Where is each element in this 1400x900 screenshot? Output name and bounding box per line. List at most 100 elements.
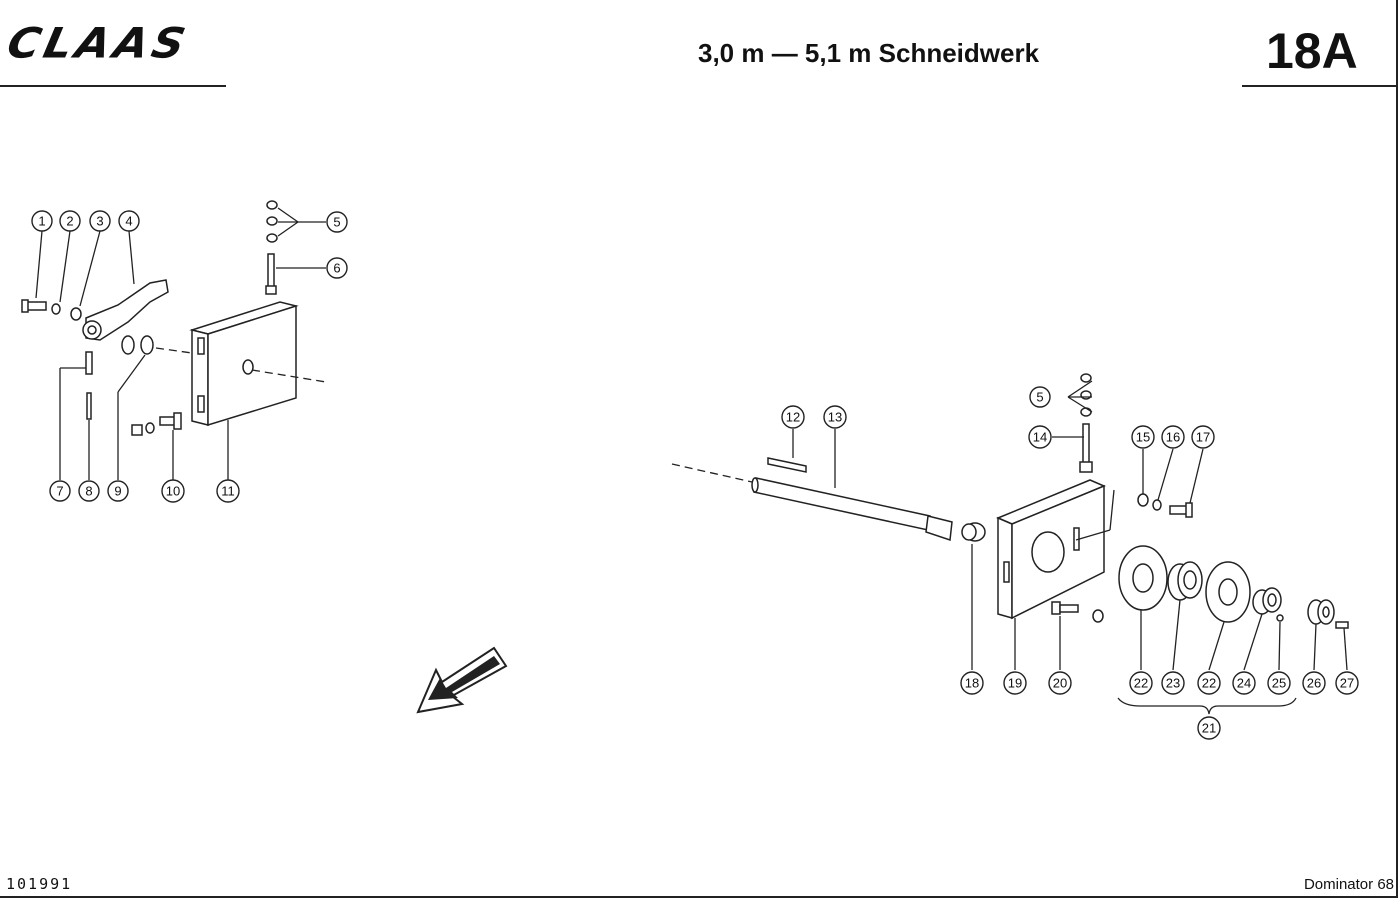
callout-15: 15 — [1131, 425, 1155, 449]
svg-text:22: 22 — [1202, 676, 1216, 691]
nut-part — [70, 307, 82, 321]
svg-text:14: 14 — [1033, 430, 1047, 445]
callout-4: 4 — [118, 210, 140, 232]
callout-7: 7 — [49, 480, 71, 502]
svg-text:22: 22 — [1134, 676, 1148, 691]
bolt-part — [21, 299, 47, 313]
screw-part — [1276, 614, 1284, 622]
washer-part — [1137, 493, 1149, 507]
svg-text:9: 9 — [114, 484, 121, 499]
bolt-part — [1059, 604, 1079, 613]
model-name: Dominator 68 — [1303, 876, 1394, 893]
callout-5: 5 — [1029, 386, 1051, 408]
bushing-part — [961, 523, 977, 541]
callout-5: 5 — [326, 211, 348, 233]
callout-22: 22 — [1197, 671, 1221, 695]
washer-part — [140, 335, 154, 355]
collar-part — [1252, 587, 1282, 615]
svg-text:2: 2 — [66, 214, 73, 229]
key-part — [767, 457, 807, 473]
bolt-part — [265, 253, 277, 295]
svg-text:24: 24 — [1237, 676, 1251, 691]
svg-text:27: 27 — [1340, 676, 1354, 691]
shaft-part — [751, 477, 953, 542]
nut-part — [266, 200, 278, 210]
callouts-right: 5 12 13 14 15 16 17 18 19 20 21 22 23 22… — [781, 386, 1359, 740]
nut-part — [266, 233, 278, 243]
lever-part — [82, 279, 169, 341]
callout-11: 11 — [216, 479, 240, 503]
callout-23: 23 — [1161, 671, 1185, 695]
svg-text:15: 15 — [1136, 430, 1150, 445]
svg-text:20: 20 — [1053, 676, 1067, 691]
nut-part — [1092, 609, 1104, 623]
svg-text:12: 12 — [786, 410, 800, 425]
callout-18: 18 — [960, 671, 984, 695]
right-assembly — [671, 373, 1349, 715]
bolt-part — [1185, 502, 1193, 518]
callout-21: 21 — [1197, 716, 1221, 740]
flange-part — [1118, 545, 1168, 611]
callout-26: 26 — [1302, 671, 1326, 695]
svg-text:16: 16 — [1166, 430, 1180, 445]
screw-part — [1335, 621, 1349, 629]
header-rule-left — [0, 85, 226, 87]
svg-text:17: 17 — [1196, 430, 1210, 445]
document-number: 101991 — [6, 875, 73, 893]
svg-text:1: 1 — [38, 214, 45, 229]
callout-6: 6 — [326, 257, 348, 279]
svg-text:18: 18 — [965, 676, 979, 691]
page-title: 3,0 m — 5,1 m Schneidwerk — [698, 38, 1040, 68]
svg-text:4: 4 — [125, 214, 132, 229]
callout-24: 24 — [1232, 671, 1256, 695]
bearing-plate-part — [189, 301, 299, 427]
svg-text:19: 19 — [1008, 676, 1022, 691]
callout-14: 14 — [1028, 425, 1052, 449]
direction-arrow-icon — [428, 656, 500, 700]
callout-22: 22 — [1129, 671, 1153, 695]
callout-20: 20 — [1048, 671, 1072, 695]
svg-text:13: 13 — [828, 410, 842, 425]
callout-17: 17 — [1191, 425, 1215, 449]
bolt-part — [1082, 423, 1090, 465]
callout-9: 9 — [107, 480, 129, 502]
nut-part — [1080, 373, 1092, 383]
callout-12: 12 — [781, 405, 805, 429]
callout-10: 10 — [161, 479, 185, 503]
washer-part — [121, 335, 135, 355]
svg-text:3: 3 — [96, 214, 103, 229]
bearing-part — [1167, 561, 1203, 601]
svg-text:5: 5 — [333, 215, 340, 230]
page-number: 18A — [1266, 23, 1358, 79]
bolt-part — [1051, 601, 1061, 615]
callout-1: 1 — [31, 210, 53, 232]
svg-text:6: 6 — [333, 261, 340, 276]
washer-part — [51, 303, 61, 315]
svg-text:25: 25 — [1272, 676, 1286, 691]
callout-8: 8 — [78, 480, 100, 502]
callout-16: 16 — [1161, 425, 1185, 449]
callout-25: 25 — [1267, 671, 1291, 695]
svg-text:5: 5 — [1036, 390, 1043, 405]
callout-2: 2 — [59, 210, 81, 232]
svg-text:8: 8 — [85, 484, 92, 499]
bearing-plate-part — [996, 479, 1106, 620]
svg-text:23: 23 — [1166, 676, 1180, 691]
header-rule-right — [1242, 85, 1398, 87]
svg-text:21: 21 — [1202, 721, 1216, 736]
pin-part — [85, 351, 93, 375]
callout-3: 3 — [89, 210, 111, 232]
callout-27: 27 — [1335, 671, 1359, 695]
washer-part — [1152, 499, 1162, 511]
svg-text:7: 7 — [56, 484, 63, 499]
left-assembly — [21, 200, 327, 480]
nut-part — [1080, 390, 1092, 400]
nut-part — [1080, 407, 1092, 417]
callout-19: 19 — [1003, 671, 1027, 695]
bolt-part — [131, 412, 182, 436]
nut-part — [266, 216, 278, 226]
pin-part — [86, 392, 92, 420]
callouts-left: 1 2 3 4 5 6 7 8 9 10 11 — [31, 210, 348, 503]
